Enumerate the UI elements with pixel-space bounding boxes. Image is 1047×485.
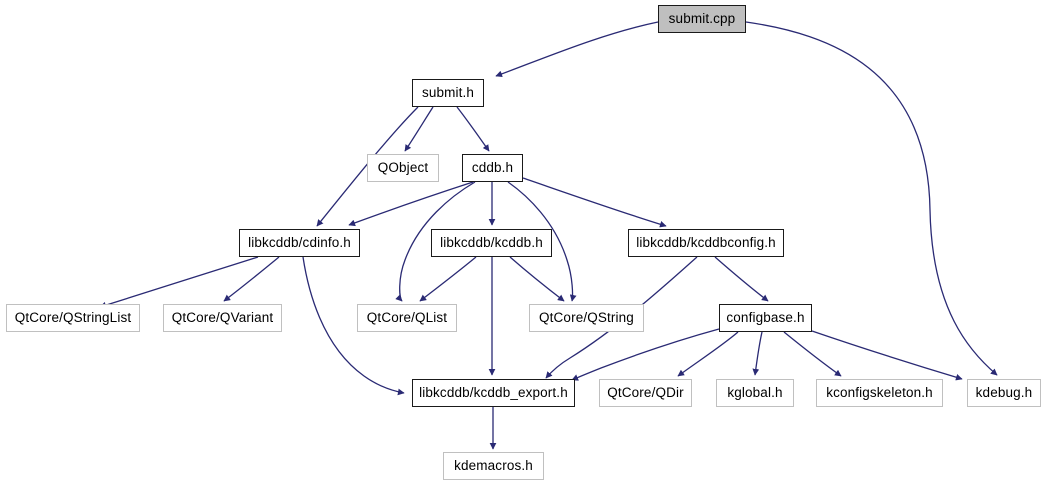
graph-node-label: configbase.h xyxy=(726,310,805,326)
graph-node-cdinfo-h[interactable]: libkcddb/cdinfo.h xyxy=(239,229,360,257)
graph-node-cddb-h[interactable]: cddb.h xyxy=(462,154,523,182)
graph-edge-configbase-h-to-kconfigskeleton-h xyxy=(783,331,842,377)
graph-edge-cddb-h-to-qlist xyxy=(395,181,476,302)
graph-node-label: libkcddb/kcddb.h xyxy=(440,235,543,251)
graph-node-kcddb-h[interactable]: libkcddb/kcddb.h xyxy=(431,229,552,257)
graph-node-label: QtCore/QDir xyxy=(607,385,684,401)
graph-node-kconfigskeleton-h[interactable]: kconfigskeleton.h xyxy=(816,379,943,407)
graph-edge-cdinfo-h-to-qstringlist xyxy=(99,256,259,309)
graph-node-label: kglobal.h xyxy=(727,385,783,401)
graph-node-label: libkcddb/kcddb_export.h xyxy=(419,385,568,401)
graph-node-label: QtCore/QStringList xyxy=(14,310,132,326)
graph-edge-kcddb-h-to-qlist xyxy=(419,256,477,302)
graph-edge-submit-cpp-to-submit-h xyxy=(495,21,659,78)
graph-node-label: QtCore/QVariant xyxy=(171,310,274,326)
graph-node-qstring[interactable]: QtCore/QString xyxy=(529,304,644,332)
graph-edge-submit-cpp-to-kdebug-h xyxy=(745,21,998,376)
graph-edge-cdinfo-h-to-kcddb-export-h xyxy=(302,256,405,396)
graph-node-label: libkcddb/kcddbconfig.h xyxy=(636,235,776,251)
graph-node-kcddbconfig-h[interactable]: libkcddb/kcddbconfig.h xyxy=(628,229,784,257)
graph-node-kdebug-h[interactable]: kdebug.h xyxy=(967,379,1041,407)
graph-node-qobject[interactable]: QObject xyxy=(367,154,439,182)
graph-node-qstringlist[interactable]: QtCore/QStringList xyxy=(6,304,140,332)
graph-node-label: submit.h xyxy=(421,85,475,101)
graph-edge-kcddbconfig-h-to-kcddb-export-h xyxy=(545,256,698,379)
graph-node-kdemacros-h[interactable]: kdemacros.h xyxy=(443,452,544,480)
graph-node-label: libkcddb/cdinfo.h xyxy=(248,235,351,251)
graph-node-submit-cpp[interactable]: submit.cpp xyxy=(658,5,746,33)
graph-node-label: QObject xyxy=(377,160,429,176)
graph-node-submit-h[interactable]: submit.h xyxy=(412,79,484,107)
graph-edge-configbase-h-to-kcddb-export-h xyxy=(571,328,720,381)
graph-node-kglobal-h[interactable]: kglobal.h xyxy=(716,379,794,407)
graph-edge-cddb-h-to-qstring xyxy=(507,181,577,302)
graph-node-kcddb-export-h[interactable]: libkcddb/kcddb_export.h xyxy=(412,379,575,407)
graph-node-label: kconfigskeleton.h xyxy=(826,385,933,401)
graph-node-label: submit.cpp xyxy=(668,11,736,27)
graph-edge-cdinfo-h-to-qvariant xyxy=(223,256,280,302)
graph-node-qlist[interactable]: QtCore/QList xyxy=(357,304,457,332)
graph-node-configbase-h[interactable]: configbase.h xyxy=(719,304,812,332)
graph-node-label: QtCore/QList xyxy=(366,310,448,326)
graph-node-qdir[interactable]: QtCore/QDir xyxy=(599,379,692,407)
graph-edge-configbase-h-to-kdebug-h xyxy=(811,330,963,381)
graph-edge-configbase-h-to-qdir xyxy=(677,331,739,377)
graph-edge-cddb-h-to-kcddbconfig-h xyxy=(522,177,667,228)
graph-edge-configbase-h-to-kglobal-h xyxy=(752,331,763,376)
graph-node-qvariant[interactable]: QtCore/QVariant xyxy=(163,304,282,332)
graph-edge-cddb-h-to-cdinfo-h xyxy=(348,181,474,227)
graph-node-label: kdemacros.h xyxy=(454,458,533,474)
graph-edge-submit-h-to-qobject xyxy=(404,106,434,152)
graph-node-label: kdebug.h xyxy=(975,385,1033,401)
graph-node-label: cddb.h xyxy=(471,160,514,176)
graph-node-label: QtCore/QString xyxy=(539,310,634,326)
graph-edge-submit-h-to-cddb-h xyxy=(456,106,490,152)
graph-edge-kcddb-h-to-qstring xyxy=(509,256,565,302)
graph-edge-kcddbconfig-h-to-configbase-h xyxy=(714,256,769,302)
